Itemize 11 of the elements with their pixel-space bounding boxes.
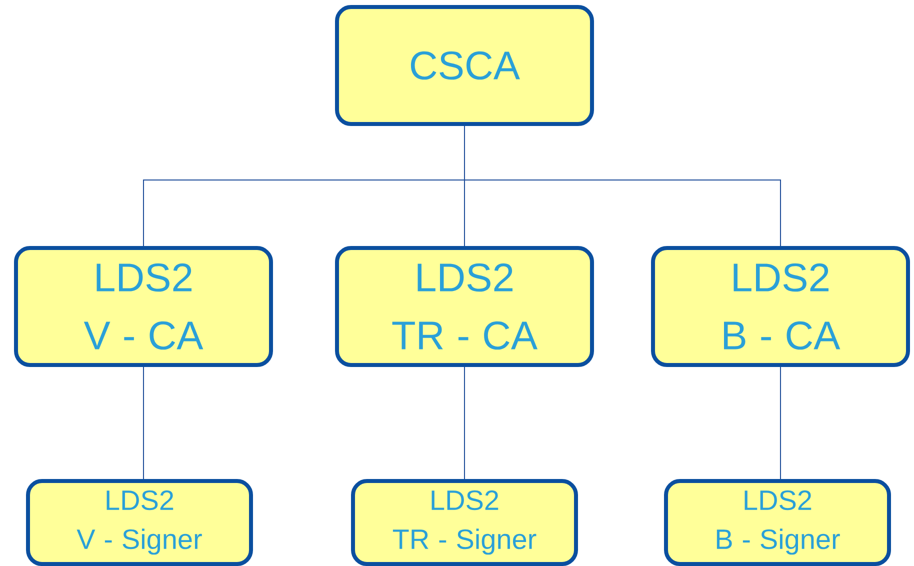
process-box: LDS2 TR - Signer — [351, 479, 578, 566]
process-box: LDS2 V - CA — [14, 246, 273, 367]
connector-line — [143, 366, 144, 480]
connector-line — [464, 126, 781, 246]
process-box: LDS2 TR - CA — [335, 246, 594, 367]
connector-line — [464, 366, 465, 480]
process-box: CSCA — [335, 5, 594, 126]
process-box: LDS2 B - CA — [651, 246, 910, 367]
process-box: LDS2 B - Signer — [664, 479, 891, 566]
connector-line — [780, 366, 781, 480]
process-box: LDS2 V - Signer — [26, 479, 253, 566]
